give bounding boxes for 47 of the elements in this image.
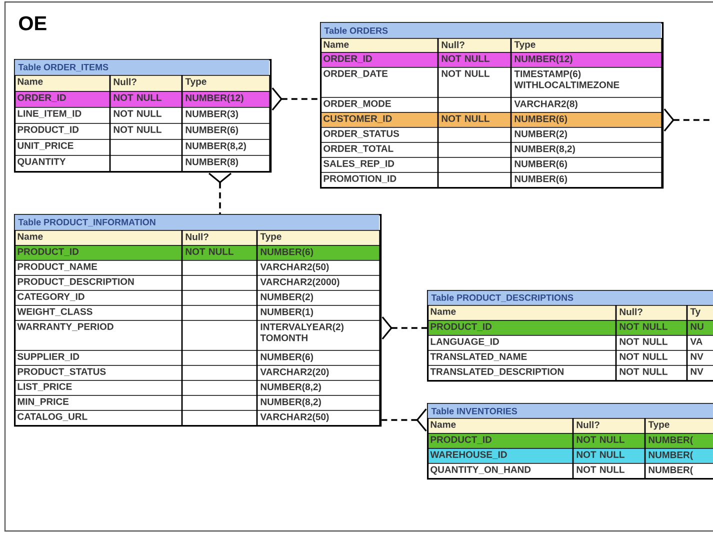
table-row: ORDER_STATUS NUMBER(2) xyxy=(320,127,662,143)
table-row: SALES_REP_ID NUMBER(6) xyxy=(320,157,662,173)
table-row: PRODUCT_NAME VARCHAR2(50) xyxy=(14,260,380,276)
table-row: PRODUCT_ID NOT NULL NUMBER( xyxy=(428,433,713,449)
table-row: Name Null? Type xyxy=(428,418,713,434)
node-label: NOT NULL xyxy=(620,353,668,360)
table-row: PRODUCT_DESCRIPTION VARCHAR2(2000) xyxy=(14,275,380,291)
table-row: PRODUCT_ID NOT NULL NUMBER(6) xyxy=(14,245,380,261)
table-row: WEIGHT_CLASS NUMBER(1) xyxy=(14,305,380,321)
table-row: PRODUCT_STATUS VARCHAR2(20) xyxy=(14,365,380,381)
table-row: PRODUCT_ID NOT NULL NU xyxy=(428,320,713,336)
table-row: PRODUCT_ID NOT NULL NUMBER(6) xyxy=(14,123,270,140)
table-row: Name Null? Type xyxy=(320,38,662,53)
table-row: Name Null? Type xyxy=(14,230,380,246)
table-row: TRANSLATED_NAME NOT NULL NV xyxy=(428,350,713,366)
table-row: LINE_ITEM_ID NOT NULL NUMBER(3) xyxy=(14,107,270,124)
table-row: Name Null? Type xyxy=(14,75,270,92)
table-row: LIST_PRICE NUMBER(8,2) xyxy=(14,380,380,396)
relationship-line xyxy=(382,316,427,340)
table-row: ORDER_DATE NOT NULL TIMESTAMP(6) WITHLOCALTIMEZONE xyxy=(320,67,662,98)
table-row: QUANTITY NUMBER(8) xyxy=(14,155,270,172)
table-row: UNIT_PRICE NUMBER(8,2) xyxy=(14,139,270,156)
relationship-line xyxy=(272,88,320,110)
table-row: ORDER_TOTAL NUMBER(8,2) xyxy=(320,142,662,158)
table-row: ORDER_ID NOT NULL NUMBER(12) xyxy=(320,52,662,68)
table-row: WAREHOUSE_ID NOT NULL NUMBER( xyxy=(428,448,713,464)
relationship-line xyxy=(382,408,427,432)
table-row: CUSTOMER_ID NOT NULL NUMBER(6) xyxy=(320,112,662,128)
node-label: NOT NULL xyxy=(620,338,668,345)
relationship-line xyxy=(208,172,232,214)
node-label: LANGUAGE_ID xyxy=(430,338,499,346)
table-row: CATALOG_URL VARCHAR2(50) xyxy=(14,410,380,426)
table-row: PROMOTION_ID NUMBER(6) xyxy=(320,172,662,188)
table-row: ORDER_MODE VARCHAR2(8) xyxy=(320,97,662,113)
table-row: QUANTITY_ON_HAND NOT NULL NUMBER( xyxy=(428,463,713,479)
title: OE xyxy=(19,16,46,30)
table-row: SUPPLIER_ID NUMBER(6) xyxy=(14,350,380,366)
table-row: LANGUAGE_ID NOT NULL VA xyxy=(428,335,713,351)
table-row: ORDER_ID NOT NULL NUMBER(12) xyxy=(14,91,270,108)
node-label: VA xyxy=(690,338,702,345)
table-row: Name Null? Ty xyxy=(428,305,713,321)
node-label: NV xyxy=(690,353,704,360)
table-row: MIN_PRICE NUMBER(8,2) xyxy=(14,395,380,411)
table-row: WARRANTY_PERIOD INTERVALYEAR(2) TOMONTH xyxy=(14,320,380,351)
table-row: CATEGORY_ID NUMBER(2) xyxy=(14,290,380,306)
node-label: TRANSLATED_NAME xyxy=(430,353,527,361)
table-row: TRANSLATED_DESCRIPTION NOT NULL NV xyxy=(428,365,713,381)
